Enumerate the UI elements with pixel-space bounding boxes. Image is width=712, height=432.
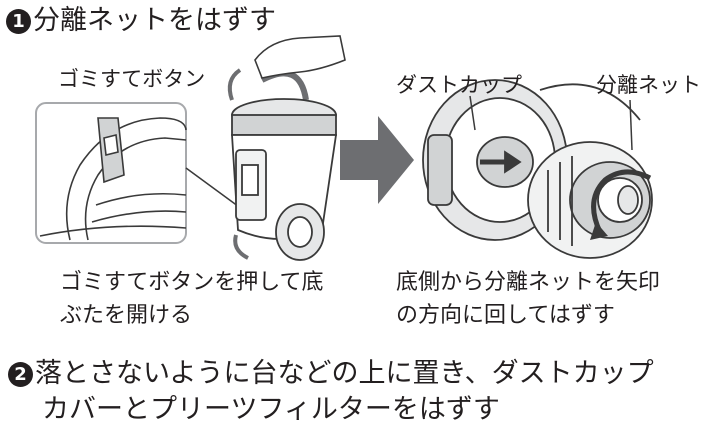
step-1-heading: 1 分離ネットをはずす (6, 4, 276, 38)
dust-cup-leader (469, 95, 476, 131)
zoom-callout-detail (39, 117, 187, 241)
step-2-text-line-1: 落とさないように台などの上に置き、ダストカップ (35, 358, 654, 389)
right-caption-line-2: の方向に回してはずす (396, 303, 615, 328)
left-caption: ゴミすてボタンを押して底 ぶたを開ける (60, 266, 324, 332)
right-caption-line-1: 底側から分離ネットを矢印 (396, 270, 661, 295)
left-caption-line-2: ぶたを開ける (60, 303, 193, 328)
rotate-arrow-left-bottom (233, 234, 249, 260)
separation-net (527, 141, 653, 259)
rotate-arrow-left-top (227, 68, 242, 101)
step-2-text-line-2: カバーとプリーツフィルターをはずす (42, 394, 500, 425)
step-1-number-badge: 1 (6, 8, 31, 34)
dust-release-button-label: ゴミすてボタン (58, 67, 206, 91)
rotate-direction-arrow (591, 169, 652, 234)
dust-cup-label: ダストカップ (396, 73, 522, 97)
rotate-arrowhead (590, 222, 608, 240)
separation-net-label: 分離ネット (596, 73, 701, 97)
step-2-block: 2 落とさないように台などの上に置き、ダストカップ カバーとプリーツフィルターを… (8, 356, 654, 428)
step-2-number-badge: 2 (8, 361, 33, 387)
step-1-title: 分離ネットをはずす (33, 5, 276, 36)
right-caption: 底側から分離ネットを矢印 の方向に回してはずす (396, 266, 660, 332)
hand-illustration (254, 35, 346, 79)
separation-net-leader (629, 99, 633, 151)
process-arrow (340, 116, 414, 204)
vacuum-unit (231, 70, 338, 261)
left-caption-line-1: ゴミすてボタンを押して底 (60, 270, 324, 295)
